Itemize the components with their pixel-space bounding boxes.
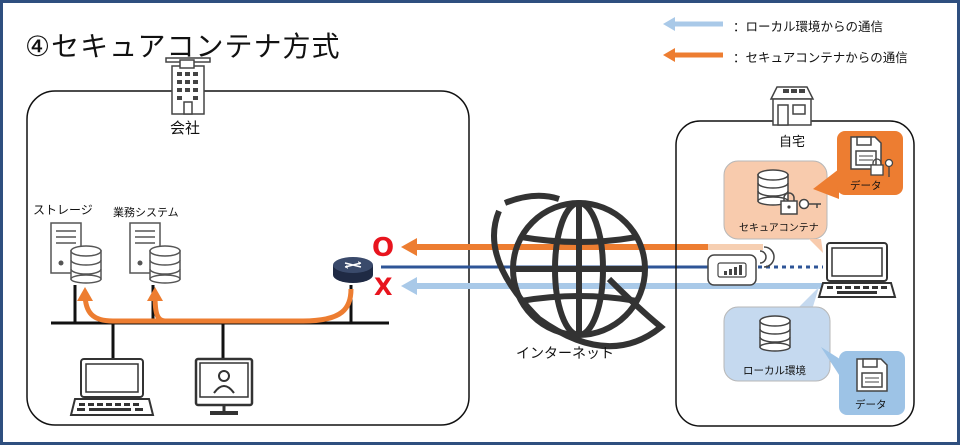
container-db-icon	[757, 169, 789, 206]
storage-server-icon	[50, 222, 102, 284]
allowed-mark: O	[372, 233, 395, 263]
top-floppy-icon	[850, 136, 882, 170]
lock-icon	[780, 192, 798, 215]
router-icon	[333, 257, 373, 283]
globe-icon	[491, 192, 666, 350]
page-title: ④セキュアコンテナ方式	[25, 30, 341, 63]
company-desktop-icon	[194, 357, 254, 415]
top-data-label: データ	[850, 180, 882, 192]
company-box	[26, 90, 470, 426]
key-icon	[798, 198, 821, 210]
internet-label: インターネット	[516, 346, 614, 362]
bottom-floppy-icon	[856, 358, 888, 392]
storage-label: ストレージ	[33, 203, 93, 217]
home-label: 自宅	[779, 135, 806, 150]
building-icon	[165, 57, 211, 115]
local-db-icon	[759, 315, 791, 352]
company-label: 会社	[170, 119, 201, 137]
local-env-label: ローカル環境	[743, 365, 806, 377]
house-icon	[769, 86, 815, 126]
business-server-icon	[129, 222, 181, 284]
legend-local-arrow	[663, 17, 723, 31]
home-router-icon	[707, 246, 775, 286]
bottom-data-label: データ	[855, 399, 887, 411]
legend-container-arrow	[663, 48, 723, 62]
blocked-mark: X	[374, 273, 393, 301]
top-data-lock-icon	[870, 158, 884, 176]
legend-container-label: ：セキュアコンテナからの通信	[733, 50, 908, 65]
home-laptop-icon	[817, 242, 897, 298]
company-laptop-icon	[69, 358, 155, 416]
legend-local-label: ：ローカル環境からの通信	[733, 19, 884, 34]
business-system-label: 業務システム	[113, 206, 179, 219]
top-data-key-icon	[884, 158, 894, 177]
diagram-svg	[26, 17, 915, 427]
secure-container-label: セキュアコンテナ	[739, 223, 819, 234]
